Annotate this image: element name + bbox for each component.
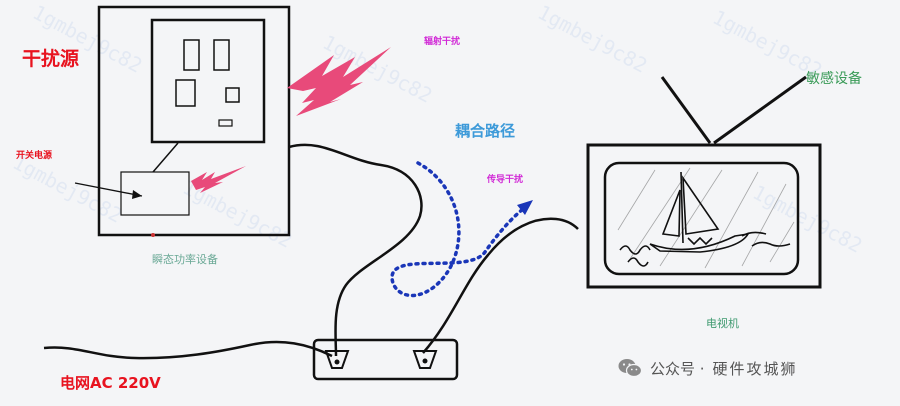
device-indicator-dot: [151, 233, 155, 237]
mains-cable: [43, 340, 333, 360]
socket-slot-bottom-left: [175, 79, 196, 107]
tv-cabinet: [586, 143, 822, 289]
tv-power-cable: [422, 217, 579, 354]
conducted-interference-label: 传导干扰: [487, 175, 524, 185]
watermark-prefix: 公众号 ·: [650, 359, 705, 378]
socket-slot-left: [183, 39, 200, 71]
mains-ac-label: 电网AC 220V: [60, 374, 161, 392]
transient-power-device: [74, 5, 291, 237]
interference-source-label: 干扰源: [22, 48, 80, 70]
screen-static-lines: [617, 167, 795, 269]
plug-left: [334, 359, 340, 365]
device-panel: [97, 5, 291, 237]
power-strip: [312, 338, 459, 381]
socket-slot-bottom-right: [225, 87, 240, 103]
power-strip-body: [312, 338, 459, 381]
smps-pointer-arrow: [74, 182, 143, 197]
supply-connection-wire: [152, 142, 179, 173]
tv-antenna-right: [713, 75, 807, 145]
tv-antenna-left: [660, 76, 712, 144]
coupling-path-label: 耦合路径: [455, 122, 516, 140]
account-watermark: 公众号 · 硬件攻城狮: [618, 356, 798, 380]
watermark-account-name: 硬件攻城狮: [712, 359, 798, 378]
radiated-interference-bolt-small: [191, 166, 246, 193]
radiated-interference-label: 辐射干扰: [424, 37, 461, 47]
coupling-path-dotted: [390, 161, 525, 298]
transient-power-device-label: 瞬态功率设备: [152, 253, 218, 266]
switching-power-supply-label: 开关电源: [16, 151, 53, 161]
socket-ground-slot: [218, 119, 233, 127]
plug-right: [422, 358, 428, 364]
socket-slot-right: [213, 39, 230, 71]
outlet-right: [412, 350, 438, 369]
coupling-path-arrowhead: [517, 200, 533, 215]
radiated-interference-bolt-large: [287, 47, 391, 116]
outlet-left: [324, 350, 350, 369]
switching-power-supply-box: [120, 171, 190, 216]
device-power-cable: [288, 143, 423, 357]
television: [586, 75, 822, 289]
sensitive-device-label: 敏感设备: [806, 71, 862, 87]
sailboat-drawing: [619, 171, 791, 267]
socket-faceplate: [150, 18, 266, 144]
arrow-head: [132, 190, 142, 199]
wechat-icon: [618, 359, 642, 378]
television-label: 电视机: [706, 317, 739, 330]
tv-screen: [603, 161, 800, 276]
